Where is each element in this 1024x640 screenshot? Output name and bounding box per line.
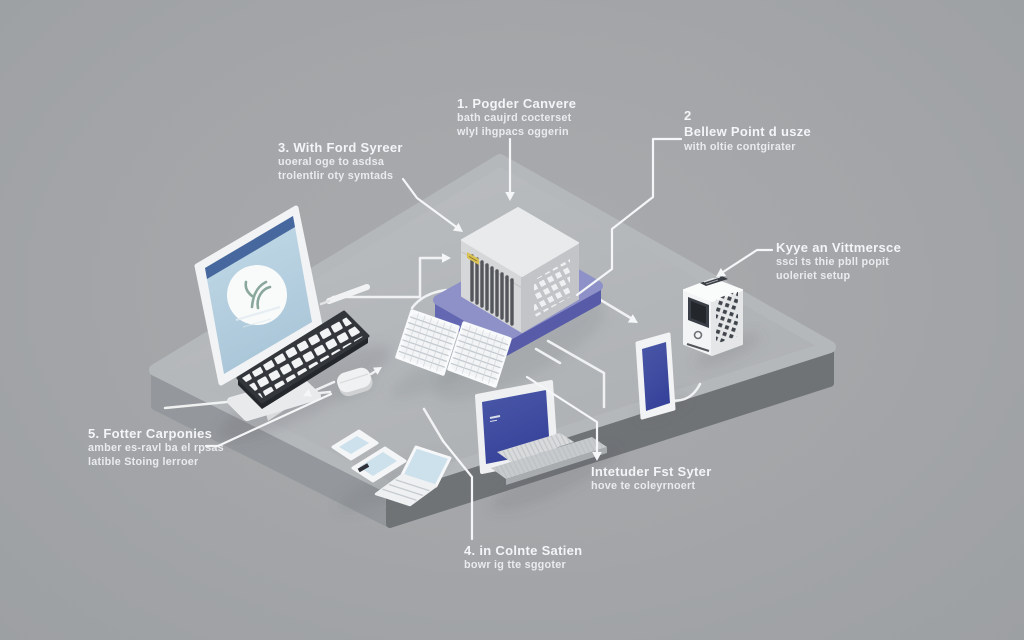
wire-tablet-junction	[422, 407, 445, 443]
wire-server-to-monitor	[546, 339, 606, 409]
stylus-pen	[319, 284, 370, 306]
tablet-medium	[351, 446, 407, 483]
plant-logo-icon	[244, 280, 272, 310]
phone-screen	[642, 342, 670, 411]
box-top-label	[700, 276, 728, 286]
callout-line-4	[441, 439, 474, 541]
callout-4-title: 4. in Colnte Satien	[464, 543, 583, 558]
smartphone	[635, 332, 676, 420]
server-button-grid	[534, 259, 570, 318]
wire-panel1	[410, 288, 448, 310]
callout-3-line2: uoeral oge to asdsa	[278, 156, 385, 169]
callout-kyye-title: Kyye an Vittmersce	[776, 240, 902, 255]
desktop-keyboard	[236, 310, 370, 409]
callout-3-line3: trolentlir oty symtads	[278, 169, 394, 182]
wire-keyboard-to-server	[331, 256, 448, 299]
ws-screen-logo	[489, 415, 501, 422]
monitor-menubar	[205, 216, 295, 279]
callout-5-line2: amber es-ravl ba el rpsas	[88, 442, 224, 455]
callout-5-title: 5. Fotter Carponies	[88, 426, 213, 441]
mouse-dongle	[337, 367, 373, 397]
callout-intetuder-line2: hove te coleyrnoert	[591, 480, 696, 493]
terminal-box	[683, 276, 743, 356]
box-dot-grid	[716, 291, 738, 344]
callout-2: 2 Bellew Point d usze with oltie contgir…	[684, 108, 811, 154]
callout-2-line2: with oltie contgirater	[684, 140, 796, 153]
laptop	[374, 445, 452, 507]
callout-intetuder-title: Intetuder Fst Syter	[591, 464, 712, 479]
callout-lines	[204, 137, 774, 541]
callout-4-line2: bowr ig tte sggoter	[464, 559, 566, 572]
callout-intetuder: Intetuder Fst Syter hove te coleyrnoert	[591, 464, 712, 494]
keyboard-keys	[242, 315, 364, 398]
callout-4: 4. in Colnte Satien bowr ig tte sggoter	[464, 543, 582, 573]
callout-line-kyye	[718, 248, 774, 276]
callout-line-5	[204, 392, 333, 448]
callout-3-title: 3. With Ford Syreer	[278, 140, 403, 155]
desktop-monitor	[194, 205, 323, 421]
server-vents	[470, 254, 514, 326]
callout-kyye-line2: ssci ts thie pbll popit	[776, 256, 890, 269]
callout-1-title: 1. Pogder Canvere	[457, 96, 577, 111]
callout-line-2	[575, 137, 683, 297]
callout-1-line2: bath caujrd cocterset	[457, 112, 572, 125]
monitor-logo-circle	[227, 265, 287, 325]
callout-2-number: 2	[684, 108, 692, 123]
box-button	[693, 330, 703, 340]
callout-1: 1. Pogder Canvere bath caujrd cocterset …	[457, 96, 576, 139]
callout-line-3	[401, 177, 461, 231]
server-tower	[461, 207, 579, 333]
workstation-monitor	[475, 380, 607, 485]
arrowheads	[303, 192, 727, 461]
callout-line-intetuder	[525, 375, 599, 457]
server-top-face	[461, 207, 579, 277]
callout-5: 5. Fotter Carponies amber es-ravl ba el …	[88, 426, 224, 469]
callout-3: 3. With Ford Syreer uoeral oge to asdsa …	[278, 140, 403, 183]
callout-kyye-line3: uoleriet setup	[776, 269, 851, 282]
tablet-brand-label	[357, 463, 370, 473]
tablet-small	[331, 429, 379, 461]
callout-5-line3: latible Stoing lerroer	[88, 455, 199, 468]
laptop-key-rows	[382, 479, 430, 501]
callout-1-line3: wlyl ihgpacs oggerin	[457, 125, 569, 138]
callout-kyye: Kyye an Vittmersce ssci ts thie pbll pop…	[776, 240, 901, 283]
grid-panel-left	[395, 309, 460, 376]
callout-2-title: Bellew Point d usze	[684, 124, 812, 140]
wire-server-stub	[534, 347, 562, 365]
